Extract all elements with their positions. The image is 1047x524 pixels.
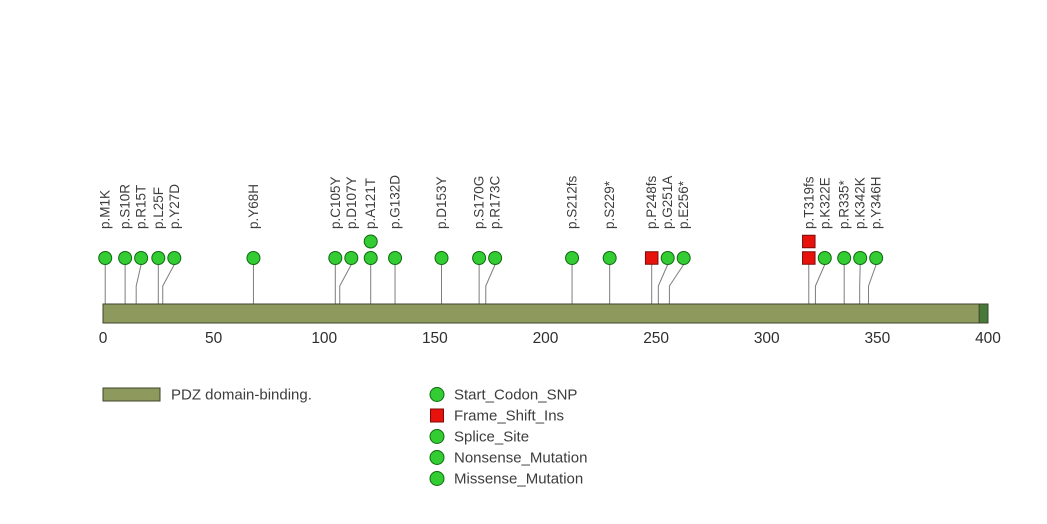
mutation-label: p.Y346H bbox=[869, 176, 884, 229]
mutation-label: p.M1K bbox=[98, 190, 113, 229]
legend-marker bbox=[429, 450, 445, 465]
x-tick-label: 300 bbox=[754, 330, 780, 347]
mutation-marker bbox=[151, 251, 166, 265]
mutation-label: p.D153Y bbox=[434, 176, 449, 229]
mutation-marker bbox=[363, 234, 378, 249]
x-tick-label: 100 bbox=[311, 330, 337, 347]
mutation-stem bbox=[485, 264, 496, 304]
mutation-marker bbox=[565, 251, 580, 265]
mutation-marker bbox=[388, 251, 403, 265]
legend-label: Splice_Site bbox=[454, 429, 529, 446]
mutation-label: p.T319fs bbox=[801, 176, 816, 229]
legend-label: Start_Codon_SNP bbox=[454, 387, 577, 404]
legend-marker bbox=[429, 429, 445, 444]
mutation-marker bbox=[853, 251, 868, 265]
mutation-marker bbox=[869, 251, 884, 265]
mutation-stem bbox=[868, 264, 877, 304]
mutation-marker bbox=[363, 251, 378, 265]
mutation-marker bbox=[602, 251, 617, 265]
legend-swatch-domain bbox=[102, 387, 161, 402]
legend-label: Missense_Mutation bbox=[454, 471, 583, 488]
mutation-label: p.E256* bbox=[676, 180, 691, 229]
mutation-label: p.R173C bbox=[488, 175, 503, 229]
mutation-marker bbox=[472, 251, 487, 265]
mutation-label: p.K342K bbox=[853, 177, 868, 229]
mutation-label: p.S10R bbox=[118, 184, 133, 229]
mutation-stem bbox=[339, 264, 352, 304]
legend-marker bbox=[429, 471, 445, 486]
mutation-marker bbox=[246, 251, 261, 265]
mutation-marker bbox=[167, 251, 182, 265]
legend-marker bbox=[429, 387, 445, 402]
x-tick-label: 200 bbox=[533, 330, 559, 347]
mutation-label: p.R335* bbox=[837, 179, 852, 229]
mutation-label: p.D107Y bbox=[344, 176, 359, 229]
mutation-stem bbox=[657, 264, 669, 304]
x-tick-label: 150 bbox=[422, 330, 448, 347]
mutation-label: p.S212fs bbox=[565, 175, 580, 229]
x-tick-label: 350 bbox=[864, 330, 890, 347]
mutation-label: p.G251A bbox=[660, 176, 675, 229]
legend-label: PDZ domain-binding. bbox=[171, 387, 312, 404]
legend-label: Nonsense_Mutation bbox=[454, 450, 587, 467]
domain-pdz-binding bbox=[978, 303, 989, 324]
mutation-stem bbox=[162, 264, 175, 304]
mutation-marker bbox=[676, 251, 691, 265]
mutation-marker bbox=[802, 251, 816, 265]
mutation-label: p.L25F bbox=[151, 187, 166, 229]
x-tick-label: 0 bbox=[99, 330, 108, 347]
mutation-marker bbox=[488, 251, 503, 265]
x-tick-label: 50 bbox=[205, 330, 223, 347]
mutation-marker bbox=[328, 251, 343, 265]
mutation-marker bbox=[802, 234, 816, 249]
x-tick-label: 400 bbox=[975, 330, 1001, 347]
mutation-label: p.Y68H bbox=[246, 184, 261, 229]
mutation-marker bbox=[644, 251, 659, 265]
mutation-marker bbox=[434, 251, 449, 265]
mutation-label: p.S170G bbox=[472, 176, 487, 229]
mutation-stem bbox=[859, 264, 861, 304]
mutation-label: p.P248fs bbox=[644, 175, 659, 229]
mutation-marker bbox=[817, 251, 832, 265]
mutation-marker bbox=[134, 251, 149, 265]
mutation-stem bbox=[668, 264, 685, 304]
mutation-stem bbox=[135, 264, 142, 304]
mutation-marker bbox=[118, 251, 133, 265]
mutation-marker bbox=[660, 251, 675, 265]
mutation-marker bbox=[837, 251, 852, 265]
legend-label: Frame_Shift_Ins bbox=[454, 408, 564, 425]
mutation-marker bbox=[344, 251, 359, 265]
mutation-label: p.C105Y bbox=[328, 176, 343, 229]
mutation-marker bbox=[98, 251, 113, 265]
protein-bar bbox=[102, 303, 989, 324]
x-tick-label: 250 bbox=[643, 330, 669, 347]
mutation-label: p.A121T bbox=[363, 178, 378, 229]
mutation-label: p.S229* bbox=[602, 180, 617, 229]
mutation-stem bbox=[814, 264, 826, 304]
mutation-label: p.G132D bbox=[388, 175, 403, 229]
mutation-label: p.K322E bbox=[817, 177, 832, 229]
legend-marker bbox=[430, 408, 444, 423]
mutation-label: p.R15T bbox=[134, 185, 149, 229]
mutation-label: p.Y27D bbox=[167, 184, 182, 229]
